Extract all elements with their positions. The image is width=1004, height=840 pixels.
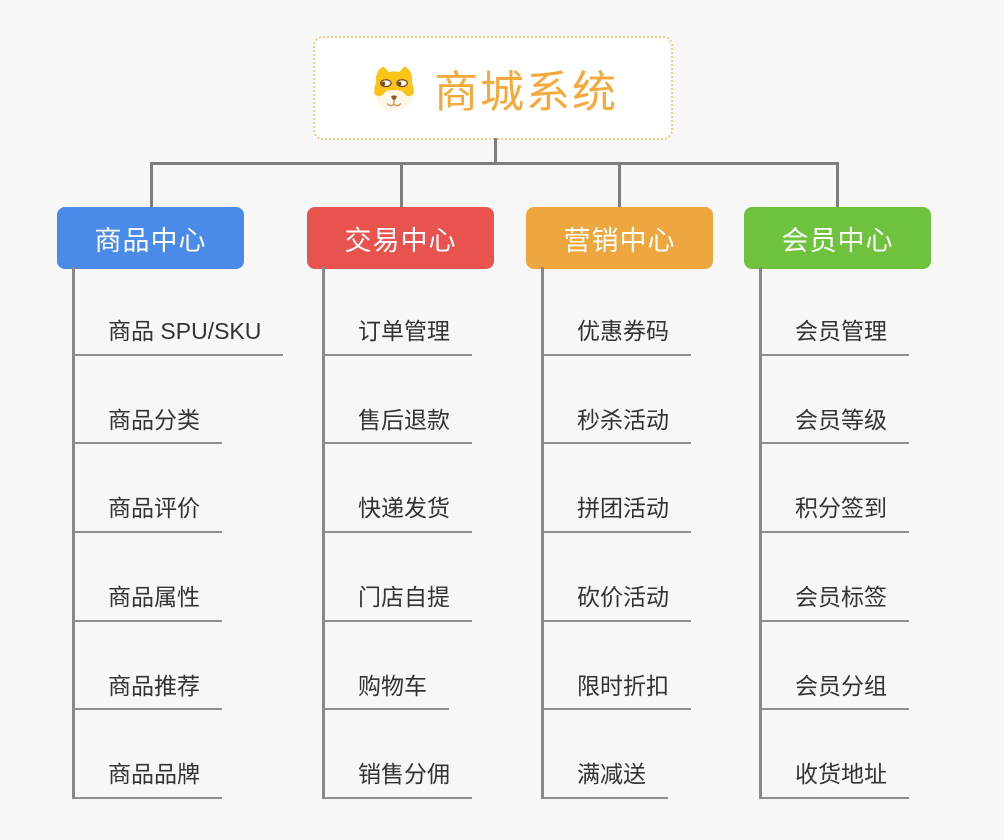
subtopic[interactable]: 拼团活动 [544,494,691,533]
branch-node[interactable]: 商品中心 [57,207,244,269]
subtopic-row: 商品分类 [75,356,283,445]
subtopic-row: 门店自提 [325,533,472,622]
subtopic[interactable]: 购物车 [325,672,449,711]
subtopic[interactable]: 商品分类 [75,406,222,445]
subtopic[interactable]: 快递发货 [325,494,472,533]
branch-children: 商品 SPU/SKU 商品分类 商品评价 商品属性 商品推荐 商品品牌 [72,267,284,799]
branch-product-center: 商品中心 商品 SPU/SKU 商品分类 商品评价 商品属性 商品推荐 商品品牌 [57,207,284,799]
subtopic-row: 购物车 [325,622,472,711]
root-title: 商城系统 [434,68,618,117]
subtopic-row: 商品推荐 [75,622,283,711]
subtopic-row: 积分签到 [762,444,909,533]
subtopic[interactable]: 商品推荐 [75,672,222,711]
subtopic-row: 会员等级 [762,356,909,445]
subtopic[interactable]: 积分签到 [762,494,909,533]
subtopic[interactable]: 会员管理 [762,317,909,356]
subtopic-row: 商品 SPU/SKU [75,267,284,356]
subtopic-row: 优惠券码 [544,267,691,356]
branch-node[interactable]: 会员中心 [744,207,931,269]
subtopic-row: 商品评价 [75,444,283,533]
branch-children: 优惠券码 秒杀活动 拼团活动 砍价活动 限时折扣 满减送 [541,267,691,799]
subtopic-row: 满减送 [544,710,691,799]
connector-drop-1 [150,162,153,208]
subtopic-row: 订单管理 [325,267,472,356]
connector-root-stem [494,138,497,165]
connector-drop-2 [400,162,403,208]
subtopic-row: 售后退款 [325,356,472,445]
subtopic-row: 快递发货 [325,444,472,533]
branch-node[interactable]: 交易中心 [307,207,494,269]
subtopic[interactable]: 会员分组 [762,672,909,711]
root-node-mall-system[interactable]: 商城系统 [313,36,673,140]
branch-marketing-center: 营销中心 优惠券码 秒杀活动 拼团活动 砍价活动 限时折扣 满减送 [526,207,713,799]
subtopic[interactable]: 商品品牌 [75,760,222,799]
subtopic[interactable]: 会员标签 [762,583,909,622]
connector-bus [150,162,839,165]
branch-node[interactable]: 营销中心 [526,207,713,269]
subtopic[interactable]: 订单管理 [325,317,472,356]
dog-face-icon [368,63,420,113]
subtopic-row: 商品属性 [75,533,283,622]
subtopic-row: 限时折扣 [544,622,691,711]
branch-children: 订单管理 售后退款 快递发货 门店自提 购物车 销售分佣 [322,267,472,799]
subtopic-row: 商品品牌 [75,710,283,799]
subtopic[interactable]: 商品属性 [75,583,222,622]
subtopic[interactable]: 秒杀活动 [544,406,691,445]
subtopic-row: 砍价活动 [544,533,691,622]
subtopic[interactable]: 商品 SPU/SKU [75,317,284,356]
subtopic[interactable]: 门店自提 [325,583,472,622]
subtopic[interactable]: 售后退款 [325,406,472,445]
branch-member-center: 会员中心 会员管理 会员等级 积分签到 会员标签 会员分组 收货地址 [744,207,931,799]
connector-drop-3 [618,162,621,208]
connector-drop-4 [836,162,839,208]
subtopic[interactable]: 商品评价 [75,494,222,533]
subtopic[interactable]: 限时折扣 [544,672,691,711]
subtopic-row: 销售分佣 [325,710,472,799]
subtopic-row: 会员分组 [762,622,909,711]
subtopic-row: 秒杀活动 [544,356,691,445]
subtopic[interactable]: 销售分佣 [325,760,472,799]
subtopic[interactable]: 收货地址 [762,760,909,799]
subtopic-row: 拼团活动 [544,444,691,533]
branch-children: 会员管理 会员等级 积分签到 会员标签 会员分组 收货地址 [759,267,909,799]
branch-trade-center: 交易中心 订单管理 售后退款 快递发货 门店自提 购物车 销售分佣 [307,207,494,799]
subtopic[interactable]: 会员等级 [762,406,909,445]
subtopic[interactable]: 砍价活动 [544,583,691,622]
subtopic-row: 会员管理 [762,267,909,356]
subtopic-row: 收货地址 [762,710,909,799]
subtopic[interactable]: 优惠券码 [544,317,691,356]
subtopic[interactable]: 满减送 [544,760,668,799]
subtopic-row: 会员标签 [762,533,909,622]
